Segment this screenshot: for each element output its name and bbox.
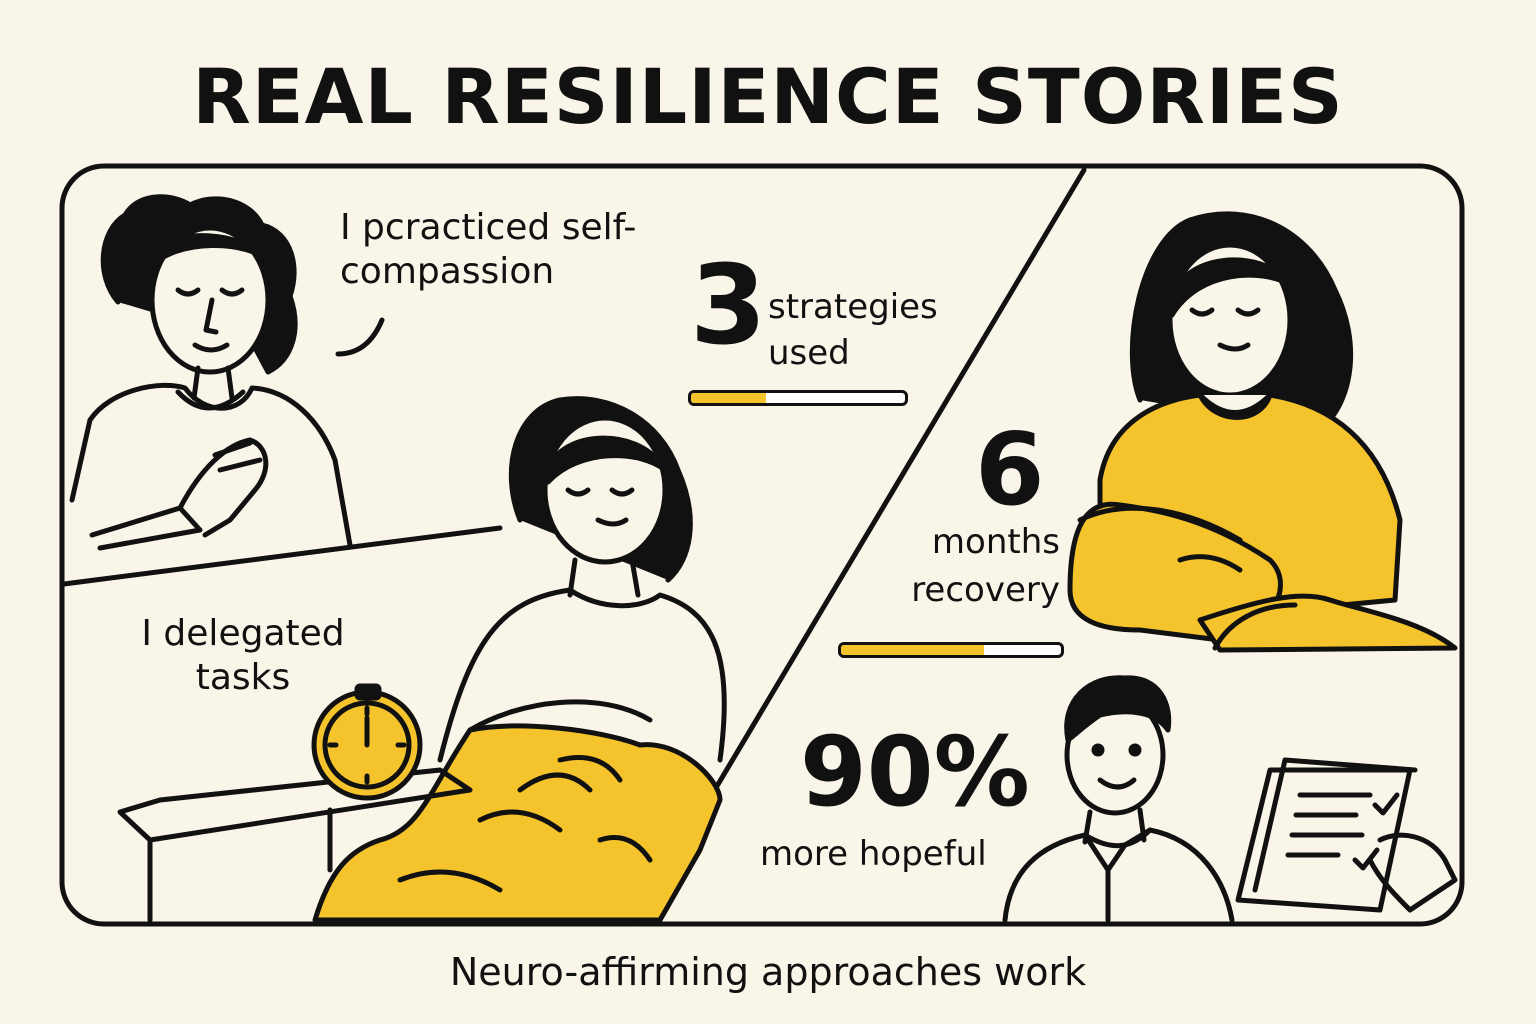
stat-strategies-label: strategies used [768, 287, 938, 373]
person-resting [312, 396, 727, 923]
table [117, 767, 473, 923]
quote-delegated: I delegated tasks [141, 613, 345, 698]
strategies-progress-fill [691, 393, 766, 403]
stat-hopeful-label: more hopeful [760, 834, 987, 874]
page-title: REAL RESILIENCE STORIES [192, 52, 1344, 141]
stat-hopeful-value: 90% [800, 716, 1030, 828]
stat-months-label: months recovery [911, 522, 1060, 610]
quote-self-compassion: I pcracticed self-compassion [340, 207, 637, 292]
months-progress-fill [841, 645, 984, 655]
panel-frame [59, 163, 1465, 927]
person-with-pillow [1067, 211, 1458, 653]
person-self-compassion [69, 194, 385, 551]
left-divider [61, 525, 503, 587]
stat-months-value: 6 [975, 411, 1045, 528]
stat-strategies-value: 3 [690, 241, 767, 369]
stopwatch-icon [311, 683, 423, 801]
strategies-progress-bar [688, 390, 908, 406]
footer-tagline: Neuro-affirming approaches work [449, 950, 1087, 994]
person-with-clipboard [1002, 675, 1458, 923]
months-progress-bar [838, 642, 1064, 658]
